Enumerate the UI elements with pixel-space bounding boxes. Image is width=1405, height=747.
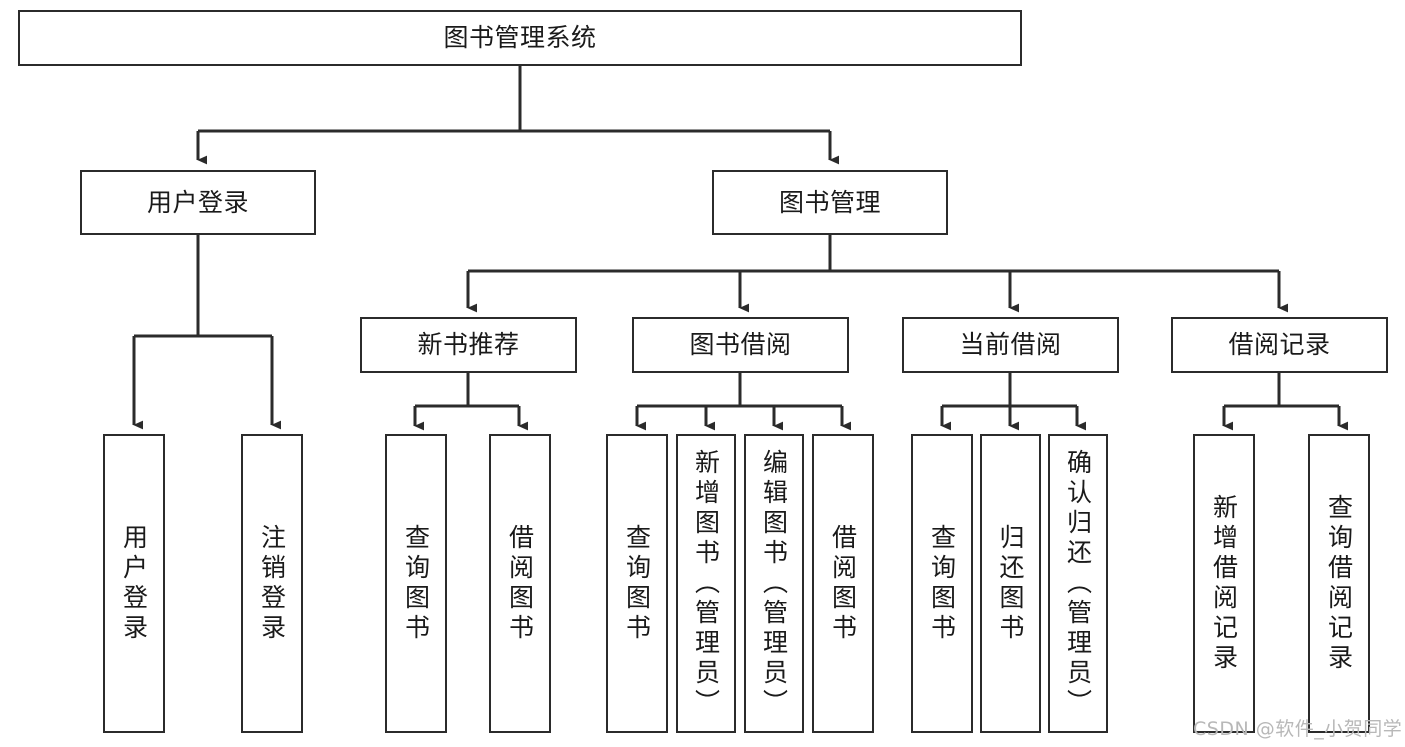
node-label-leaf-query-book-3: 查询图书 [927, 523, 957, 644]
node-label-leaf-return-book: 归还图书 [996, 523, 1025, 644]
node-leaf-edit-book[interactable]: 编辑图书（管理员） [744, 434, 804, 733]
node-current-borrow[interactable]: 当前借阅 [902, 317, 1119, 373]
node-user-login[interactable]: 用户登录 [80, 170, 316, 235]
node-label-current-borrow: 当前借阅 [959, 330, 1062, 360]
node-leaf-query-book-2[interactable]: 查询图书 [606, 434, 668, 733]
node-leaf-add-book[interactable]: 新增图书（管理员） [676, 434, 736, 733]
node-leaf-add-record[interactable]: 新增借阅记录 [1193, 434, 1255, 733]
node-leaf-logout-login[interactable]: 注销登录 [241, 434, 303, 733]
node-root-book-management-system[interactable]: 图书管理系统 [18, 10, 1022, 66]
node-label-leaf-add-book: 新增图书（管理员） [691, 448, 721, 719]
node-label-leaf-borrow-book-1: 借阅图书 [505, 523, 535, 644]
node-label-root: 图书管理系统 [443, 23, 597, 53]
node-label-leaf-query-book-2: 查询图书 [622, 523, 652, 644]
node-label-leaf-user-login: 用户登录 [119, 523, 149, 644]
node-label-user-login: 用户登录 [146, 187, 249, 217]
node-leaf-query-record[interactable]: 查询借阅记录 [1308, 434, 1370, 733]
node-leaf-borrow-book-2[interactable]: 借阅图书 [812, 434, 874, 733]
node-leaf-user-login[interactable]: 用户登录 [103, 434, 165, 733]
node-new-book-recommend[interactable]: 新书推荐 [360, 317, 577, 373]
node-label-leaf-edit-book: 编辑图书（管理员） [759, 448, 789, 719]
node-label-borrow-record: 借阅记录 [1228, 330, 1331, 360]
node-label-leaf-query-record: 查询借阅记录 [1324, 493, 1354, 674]
node-leaf-borrow-book-1[interactable]: 借阅图书 [489, 434, 551, 733]
node-label-book-manage: 图书管理 [778, 187, 881, 217]
node-label-book-borrow: 图书借阅 [689, 330, 792, 360]
node-leaf-confirm-return[interactable]: 确认归还（管理员） [1048, 434, 1108, 733]
node-label-leaf-add-record: 新增借阅记录 [1209, 493, 1239, 674]
node-label-leaf-logout-login: 注销登录 [257, 523, 287, 644]
node-label-leaf-query-book-1: 查询图书 [401, 523, 431, 644]
node-book-borrow[interactable]: 图书借阅 [632, 317, 849, 373]
node-label-leaf-confirm-return: 确认归还（管理员） [1063, 448, 1093, 719]
node-leaf-query-book-3[interactable]: 查询图书 [911, 434, 973, 733]
node-borrow-record[interactable]: 借阅记录 [1171, 317, 1388, 373]
node-label-leaf-borrow-book-2: 借阅图书 [828, 523, 858, 644]
node-label-new-book-recommend: 新书推荐 [417, 330, 520, 360]
node-book-manage[interactable]: 图书管理 [712, 170, 948, 235]
node-leaf-query-book-1[interactable]: 查询图书 [385, 434, 447, 733]
node-leaf-return-book[interactable]: 归还图书 [980, 434, 1041, 733]
